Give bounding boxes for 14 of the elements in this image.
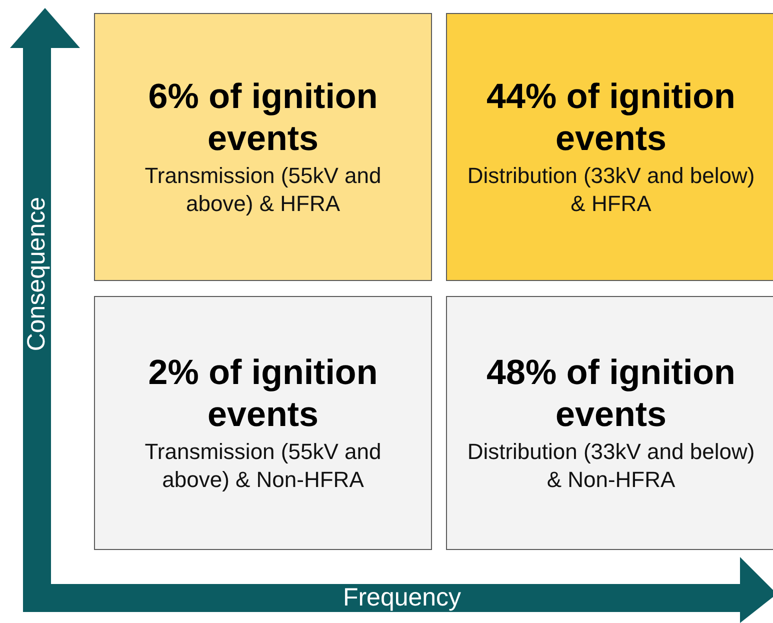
percentage-heading: 6% of ignition events [147,76,379,160]
quadrant-box [94,13,432,281]
percentage-heading: 44% of ignition events [486,76,736,160]
quadrant-description: Transmission (55kV and above) & Non-HFRA [144,438,382,494]
axis-label: Consequence [24,196,50,352]
axis-label: Frequency [342,586,462,610]
percentage-heading: 2% of ignition events [147,352,379,436]
quadrant-description: Transmission (55kV and above) & HFRA [144,162,382,218]
quadrant-box [446,13,773,281]
quadrant-box [446,296,773,550]
quadrant-description: Distribution (33kV and below) & Non-HFRA [466,438,756,494]
quadrant-description: Distribution (33kV and below) & HFRA [466,162,756,218]
percentage-heading: 48% of ignition events [486,352,736,436]
quadrant-box [94,296,432,550]
